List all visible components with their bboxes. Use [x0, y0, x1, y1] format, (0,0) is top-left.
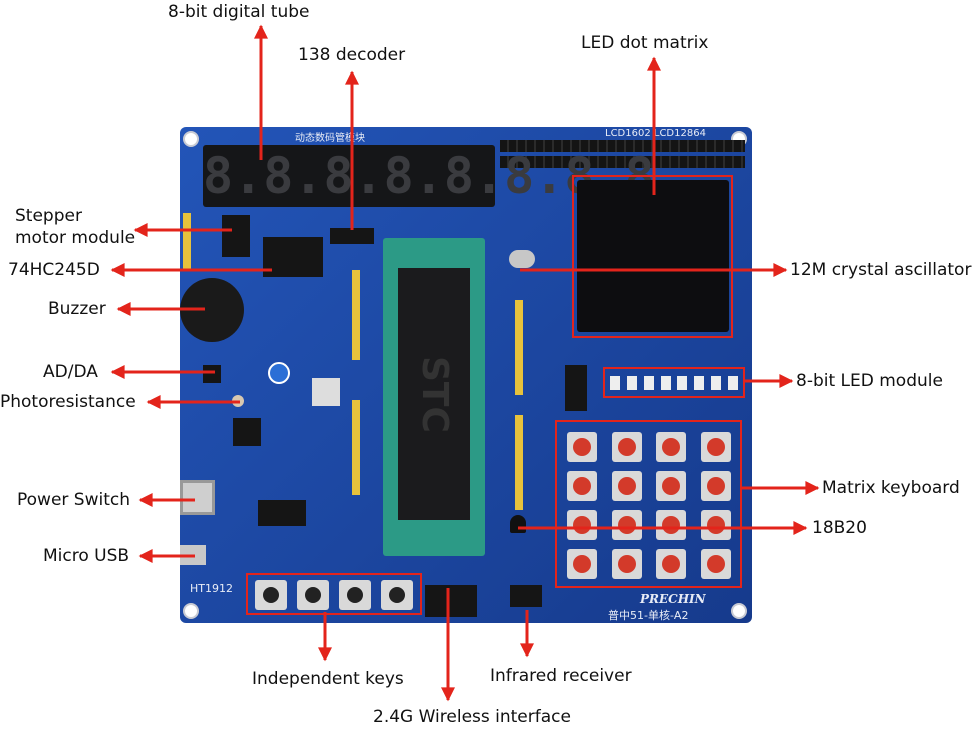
- highlight-matrix-keyboard: [555, 420, 742, 588]
- independent-key[interactable]: [297, 580, 329, 610]
- label-infrared: Infrared receiver: [490, 666, 632, 686]
- digit: 8.: [263, 147, 324, 205]
- matrix-key[interactable]: [567, 548, 598, 579]
- port-header: [352, 400, 360, 495]
- digit: 8.: [383, 147, 444, 205]
- label-crystal: 12M crystal ascillator: [790, 260, 972, 280]
- matrix-key[interactable]: [567, 509, 598, 540]
- adda-chip: [203, 365, 221, 383]
- label-led-module: 8-bit LED module: [796, 371, 943, 391]
- label-independent-keys: Independent keys: [252, 669, 404, 689]
- matrix-key[interactable]: [700, 470, 731, 501]
- matrix-key[interactable]: [567, 431, 598, 462]
- label-micro-usb: Micro USB: [43, 546, 130, 566]
- label-stepper-2: motor module: [15, 228, 136, 248]
- hc245-chip: [263, 237, 323, 277]
- crystal: [509, 250, 535, 268]
- label-digital-tube: 8-bit digital tube: [168, 2, 310, 22]
- digit: 8.: [323, 147, 384, 205]
- led-dot-matrix: [577, 180, 729, 332]
- mcu-chip: STC: [398, 268, 470, 520]
- power-switch: [180, 480, 215, 515]
- label-decoder: 138 decoder: [298, 45, 406, 65]
- matrix-key[interactable]: [700, 548, 731, 579]
- silk-tube-label: 动态数码管模块: [295, 133, 365, 144]
- mount-hole: [183, 603, 199, 619]
- label-stepper-1: Stepper: [15, 206, 82, 226]
- mount-hole: [183, 131, 199, 147]
- independent-key[interactable]: [381, 580, 413, 610]
- label-led-dot-matrix: LED dot matrix: [581, 33, 709, 53]
- potentiometer: [268, 362, 290, 384]
- usb-chip: [258, 500, 306, 526]
- silk-ht1912: HT1912: [190, 582, 233, 595]
- label-wireless: 2.4G Wireless interface: [373, 707, 571, 727]
- matrix-key[interactable]: [611, 509, 642, 540]
- label-power-switch: Power Switch: [17, 490, 131, 510]
- brand-label: PRECHIN: [640, 592, 706, 606]
- label-buzzer: Buzzer: [48, 299, 106, 319]
- mount-hole: [731, 603, 747, 619]
- label-hc245: 74HC245D: [8, 260, 100, 280]
- matrix-key[interactable]: [611, 470, 642, 501]
- reset-key: [312, 378, 340, 406]
- highlight-independent-keys: [246, 573, 422, 615]
- matrix-keypad: [560, 427, 738, 583]
- label-photoresistance: Photoresistance: [0, 392, 136, 412]
- independent-key[interactable]: [255, 580, 287, 610]
- matrix-key[interactable]: [611, 548, 642, 579]
- matrix-key[interactable]: [611, 431, 642, 462]
- led-driver-chip: [565, 365, 587, 411]
- label-adda: AD/DA: [43, 362, 98, 382]
- matrix-key[interactable]: [567, 470, 598, 501]
- independent-key[interactable]: [339, 580, 371, 610]
- matrix-key[interactable]: [656, 470, 687, 501]
- matrix-key[interactable]: [656, 509, 687, 540]
- label-matrix-keyboard: Matrix keyboard: [822, 478, 960, 498]
- label-ds18b20: 18B20: [812, 518, 867, 538]
- wireless-header: [425, 585, 477, 617]
- digit: 8.: [203, 147, 264, 205]
- model-label: 普中51-单核-A2: [608, 609, 689, 622]
- decoder-chip: [330, 228, 374, 244]
- led-row: [607, 372, 741, 394]
- matrix-key[interactable]: [700, 509, 731, 540]
- matrix-key[interactable]: [656, 431, 687, 462]
- usb-ttl-chip: [233, 418, 261, 446]
- stepper-header: [183, 213, 191, 271]
- pin-header-j2b: [500, 156, 745, 168]
- digit: 8.: [443, 147, 505, 205]
- stepper-driver-chip: [222, 215, 250, 257]
- port-header: [352, 270, 360, 360]
- independent-keys: [250, 578, 418, 612]
- port-header: [515, 415, 523, 510]
- digit: 8.: [504, 147, 565, 205]
- pin-header-j2: [500, 140, 745, 152]
- port-header: [515, 300, 523, 395]
- infrared-receiver: [510, 585, 542, 607]
- matrix-key[interactable]: [700, 431, 731, 462]
- matrix-key[interactable]: [656, 548, 687, 579]
- highlight-led-module: [603, 367, 745, 398]
